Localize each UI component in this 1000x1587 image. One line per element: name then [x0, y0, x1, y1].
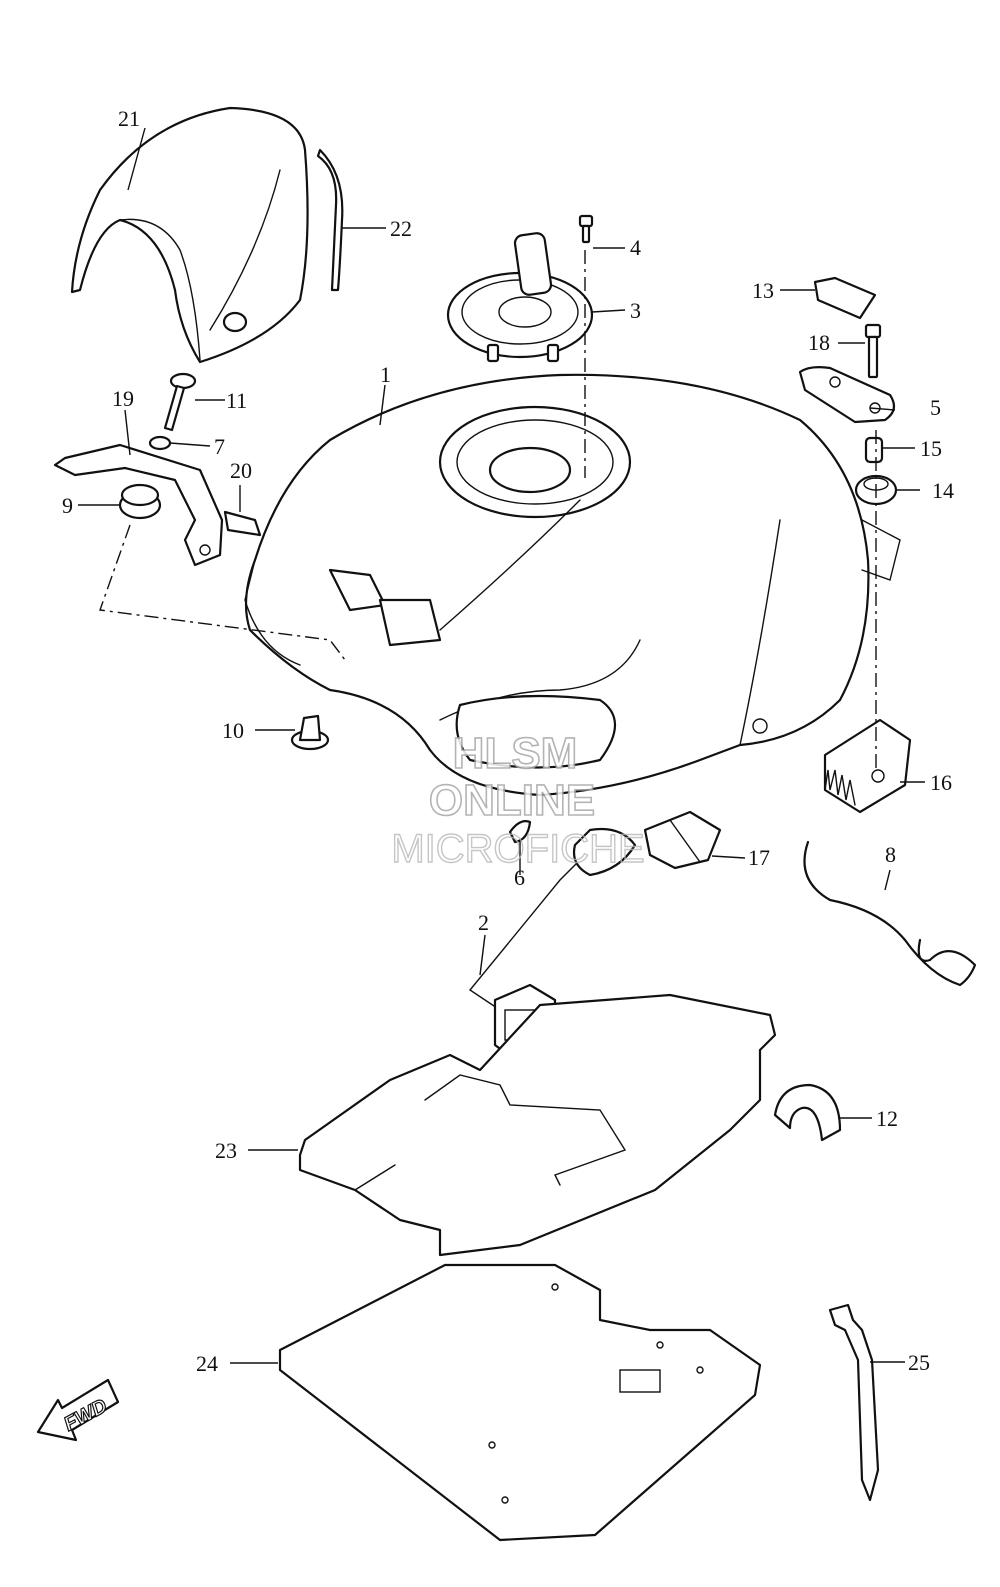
- callout-21: 21: [118, 106, 140, 131]
- callout-9: 9: [62, 493, 73, 518]
- part-8-hose: [803, 840, 977, 987]
- callout-22: 22: [390, 216, 412, 241]
- callout-1: 1: [380, 362, 391, 387]
- part-17-emblem: [643, 810, 722, 870]
- watermark: HLSM ONLINE MICROFICHE: [391, 728, 646, 872]
- part-10-collar: [290, 714, 330, 751]
- callout-14: 14: [932, 478, 954, 503]
- callout-24: 24: [196, 1351, 218, 1376]
- callout-8: 8: [885, 842, 896, 867]
- part-24-plate: [278, 1263, 762, 1542]
- part-25-cable-tie: [828, 1303, 880, 1502]
- callout-18: 18: [808, 330, 830, 355]
- callout-16: 16: [930, 770, 952, 795]
- part-11-bolt: [163, 372, 197, 432]
- callout-10: 10: [222, 718, 244, 743]
- part-21-cowl: [70, 106, 309, 364]
- part-22-trim-strip: [316, 148, 344, 292]
- part-1-fuel-tank: [244, 373, 901, 797]
- watermark-line2: ONLINE: [429, 776, 595, 825]
- leader-lines: [78, 127, 925, 1364]
- callout-17: 17: [748, 845, 770, 870]
- watermark-line3: MICROFICHE: [391, 827, 644, 871]
- callout-7: 7: [214, 434, 225, 459]
- callout-25: 25: [908, 1350, 930, 1375]
- part-18-bolt: [864, 323, 882, 379]
- part-5-bracket: [798, 366, 896, 424]
- callout-5: 5: [930, 395, 941, 420]
- part-3-fuel-cap: [446, 232, 594, 363]
- callout-6: 6: [514, 865, 525, 890]
- callout-23: 23: [215, 1138, 237, 1163]
- part-9-grommet: [118, 483, 162, 520]
- part-4-screw: [578, 214, 594, 244]
- part-16-rubber-mount: [823, 718, 912, 814]
- callout-20: 20: [230, 458, 252, 483]
- callout-4: 4: [630, 235, 641, 260]
- part-7-washer: [148, 435, 172, 451]
- callout-11: 11: [226, 388, 247, 413]
- part-12-clamp: [773, 1083, 842, 1142]
- callout-13: 13: [752, 278, 774, 303]
- part-13-cap: [813, 276, 877, 320]
- callout-19: 19: [112, 386, 134, 411]
- part-15-collar: [864, 436, 884, 464]
- callout-2: 2: [478, 910, 489, 935]
- assembly-lines: [99, 250, 877, 770]
- part-23-insulator: [298, 993, 777, 1257]
- forward-direction-arrow: FWD: [36, 1378, 120, 1442]
- part-20-pad: [223, 510, 262, 537]
- callout-12: 12: [876, 1106, 898, 1131]
- callout-15: 15: [920, 436, 942, 461]
- callout-3: 3: [630, 298, 641, 323]
- callout-labels: 21 22 4 3 1 13 18 5 15 14 19 11 7 20 9 1…: [62, 106, 954, 1376]
- watermark-line1: HLSM: [453, 729, 578, 778]
- part-19-bracket: [53, 443, 224, 567]
